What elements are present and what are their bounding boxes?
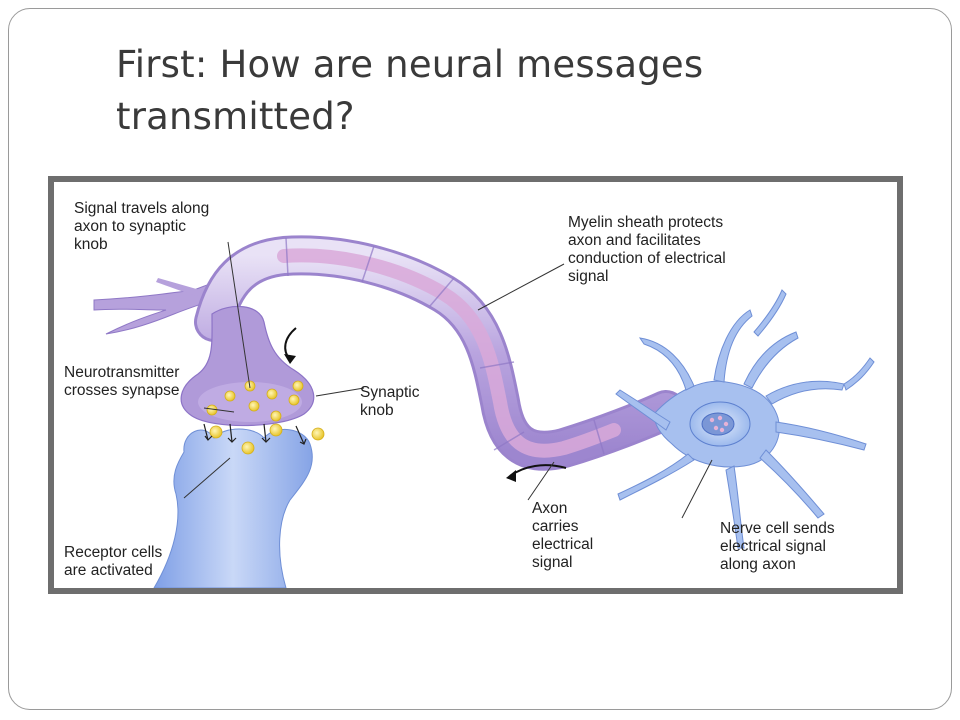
neuron-diagram: Signal travels along axon to synaptic kn… xyxy=(54,182,897,588)
nucleolus xyxy=(701,412,735,436)
slide-title: First: How are neural messages transmitt… xyxy=(116,43,704,138)
label-axon: Axon carries electrical signal xyxy=(532,500,594,571)
label-nerve-cell: Nerve cell sends electrical signal along… xyxy=(720,520,835,573)
label-synaptic-knob: Synaptic knob xyxy=(360,384,420,419)
label-signal-travels: Signal travels along axon to synaptic kn… xyxy=(74,200,210,253)
myelin-segments xyxy=(285,237,605,455)
axon-terminal-branches xyxy=(93,278,231,335)
nucleus-dots xyxy=(709,415,729,433)
neuron-diagram-frame: Signal travels along axon to synaptic kn… xyxy=(48,176,903,594)
label-myelin-sheath: Myelin sheath protects axon and facilita… xyxy=(568,214,726,285)
synapse-arrows xyxy=(203,423,307,445)
signal-direction-arrows xyxy=(284,327,567,482)
axon xyxy=(194,235,686,471)
label-neurotransmitter: Neurotransmitter crosses synapse xyxy=(64,364,180,399)
receptor-cell xyxy=(153,428,313,588)
leader-lines xyxy=(183,241,713,519)
neuron-illustration xyxy=(93,235,875,588)
neurotransmitter-vesicles xyxy=(206,380,325,455)
label-receptor-cells: Receptor cells are activated xyxy=(64,544,163,579)
